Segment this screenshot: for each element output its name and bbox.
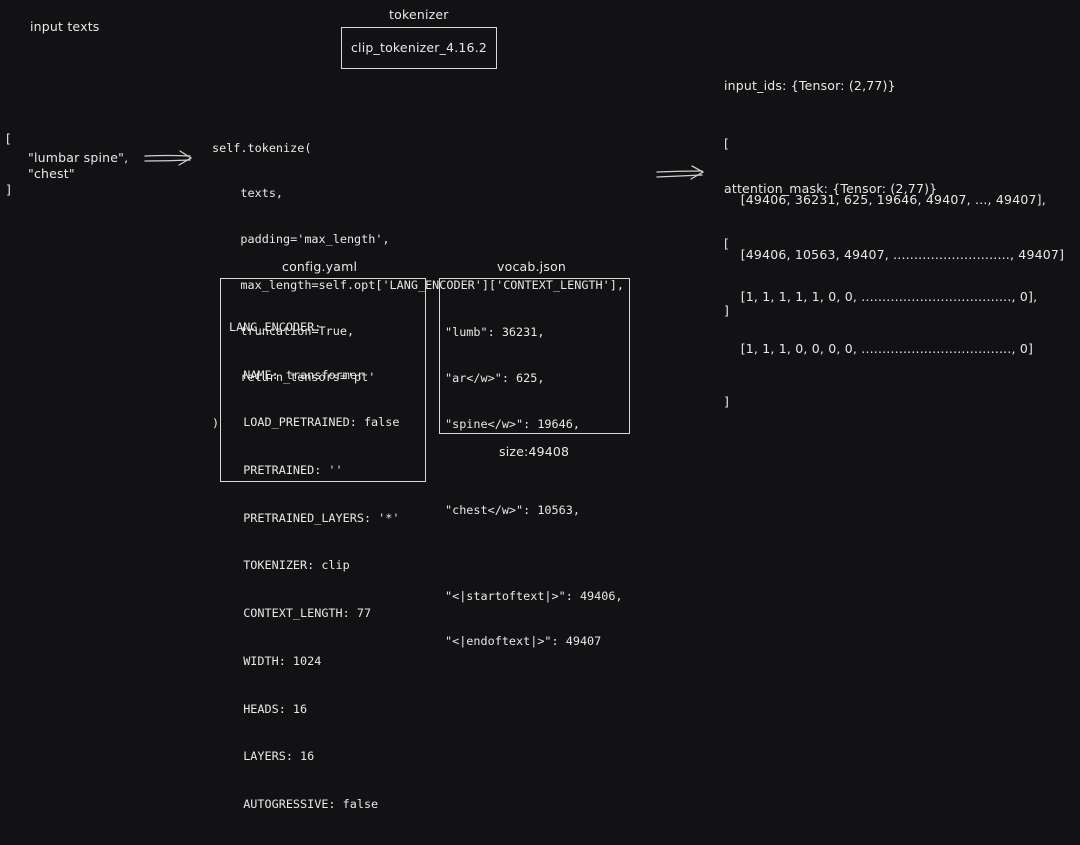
call-to-output-arrow: [656, 165, 705, 180]
vocab-line: "lumb": 36231,: [445, 325, 545, 340]
tokenizer-title: tokenizer: [389, 7, 449, 22]
code-line: padding='max_length',: [212, 232, 390, 247]
attention-mask-line: [: [724, 236, 730, 251]
vocab-line: "chest</w>": 10563,: [445, 502, 580, 517]
attention-mask-line: [1, 1, 1, 0, 0, 0, 0, ..................…: [724, 341, 1034, 356]
input-ids-title: input_ids: {Tensor: (2,77)}: [724, 78, 896, 93]
config-yaml-title: config.yaml: [282, 259, 358, 274]
vocab-spacer: [445, 462, 623, 472]
config-line: TOKENIZER: clip: [229, 558, 350, 573]
vocab-line: "<|endoftext|>": 49407: [445, 634, 602, 649]
input-texts-title: input texts: [30, 19, 100, 34]
attention-mask-line: ]: [724, 393, 730, 409]
config-line: HEADS: 16: [229, 701, 308, 716]
code-line: ): [212, 415, 220, 430]
config-line: PRETRAINED: '': [229, 462, 343, 477]
code-line: texts,: [212, 186, 284, 201]
code-line: return_tensors='pt': [212, 370, 376, 385]
config-line: LANG_ENCODER:: [229, 319, 322, 334]
input-to-call-arrow: [144, 150, 193, 166]
attention-mask-values: [ [1, 1, 1, 1, 1, 0, 0, ................…: [724, 200, 1037, 428]
code-line: self.tokenize(: [212, 140, 312, 155]
vocab-spacer: [445, 548, 623, 558]
vocab-size-label: size:49408: [499, 444, 570, 459]
input-text-item: "lumbar spine",: [28, 150, 129, 165]
vocab-line: "<|startoftext|>": 49406,: [445, 588, 623, 603]
config-line: CONTEXT_LENGTH: 77: [229, 606, 372, 621]
config-line: NAME: transformer: [229, 367, 364, 382]
config-line: LOAD_PRETRAINED: false: [229, 415, 400, 430]
attention-mask-title: attention_mask: {Tensor: (2,77)}: [724, 181, 938, 196]
input-ids-line: [49406, 36231, 625, 19646, 49407, ..., 4…: [724, 191, 1046, 207]
config-yaml-content: LANG_ENCODER: NAME: transformer LOAD_PRE…: [229, 288, 399, 845]
input-ids-line: ]: [724, 302, 730, 318]
input-close-bracket: ]: [6, 182, 12, 197]
config-line: LAYERS: 16: [229, 749, 315, 764]
vocab-json-content: "lumb": 36231, "ar</w>": 625, "spine</w>…: [445, 295, 623, 680]
code-line: truncation=True,: [212, 324, 355, 339]
vocab-json-title: vocab.json: [497, 259, 567, 274]
vocab-line: "spine</w>": 19646,: [445, 416, 580, 431]
config-line: PRETRAINED_LAYERS: '*': [229, 510, 400, 525]
config-line: AUTOGRESSIVE: false: [229, 797, 379, 811]
tokenizer-box: clip_tokenizer_4.16.2: [341, 27, 497, 69]
input-open-bracket: [: [6, 131, 12, 146]
input-ids-values: [ [49406, 36231, 625, 19646, 49407, ...,…: [724, 98, 1064, 339]
input-ids-line: [: [724, 136, 730, 151]
tokenize-call-code: self.tokenize( texts, padding='max_lengt…: [212, 110, 624, 447]
attention-mask-line: [1, 1, 1, 1, 1, 0, 0, ..................…: [724, 288, 1038, 304]
arrows: [144, 150, 705, 180]
input-text-item: "chest": [28, 166, 75, 181]
input-ids-line: [49406, 10563, 49407, ..................…: [724, 247, 1065, 262]
vocab-line: "ar</w>": 625,: [445, 371, 545, 386]
config-yaml-box: LANG_ENCODER: NAME: transformer LOAD_PRE…: [220, 278, 426, 811]
config-line: WIDTH: 1024: [229, 653, 322, 668]
vocab-json-box: "lumb": 36231, "ar</w>": 625, "spine</w>…: [439, 278, 630, 648]
code-line: max_length=self.opt['LANG_ENCODER']['CON…: [212, 278, 624, 293]
tokenizer-label: clip_tokenizer_4.16.2: [350, 40, 488, 55]
